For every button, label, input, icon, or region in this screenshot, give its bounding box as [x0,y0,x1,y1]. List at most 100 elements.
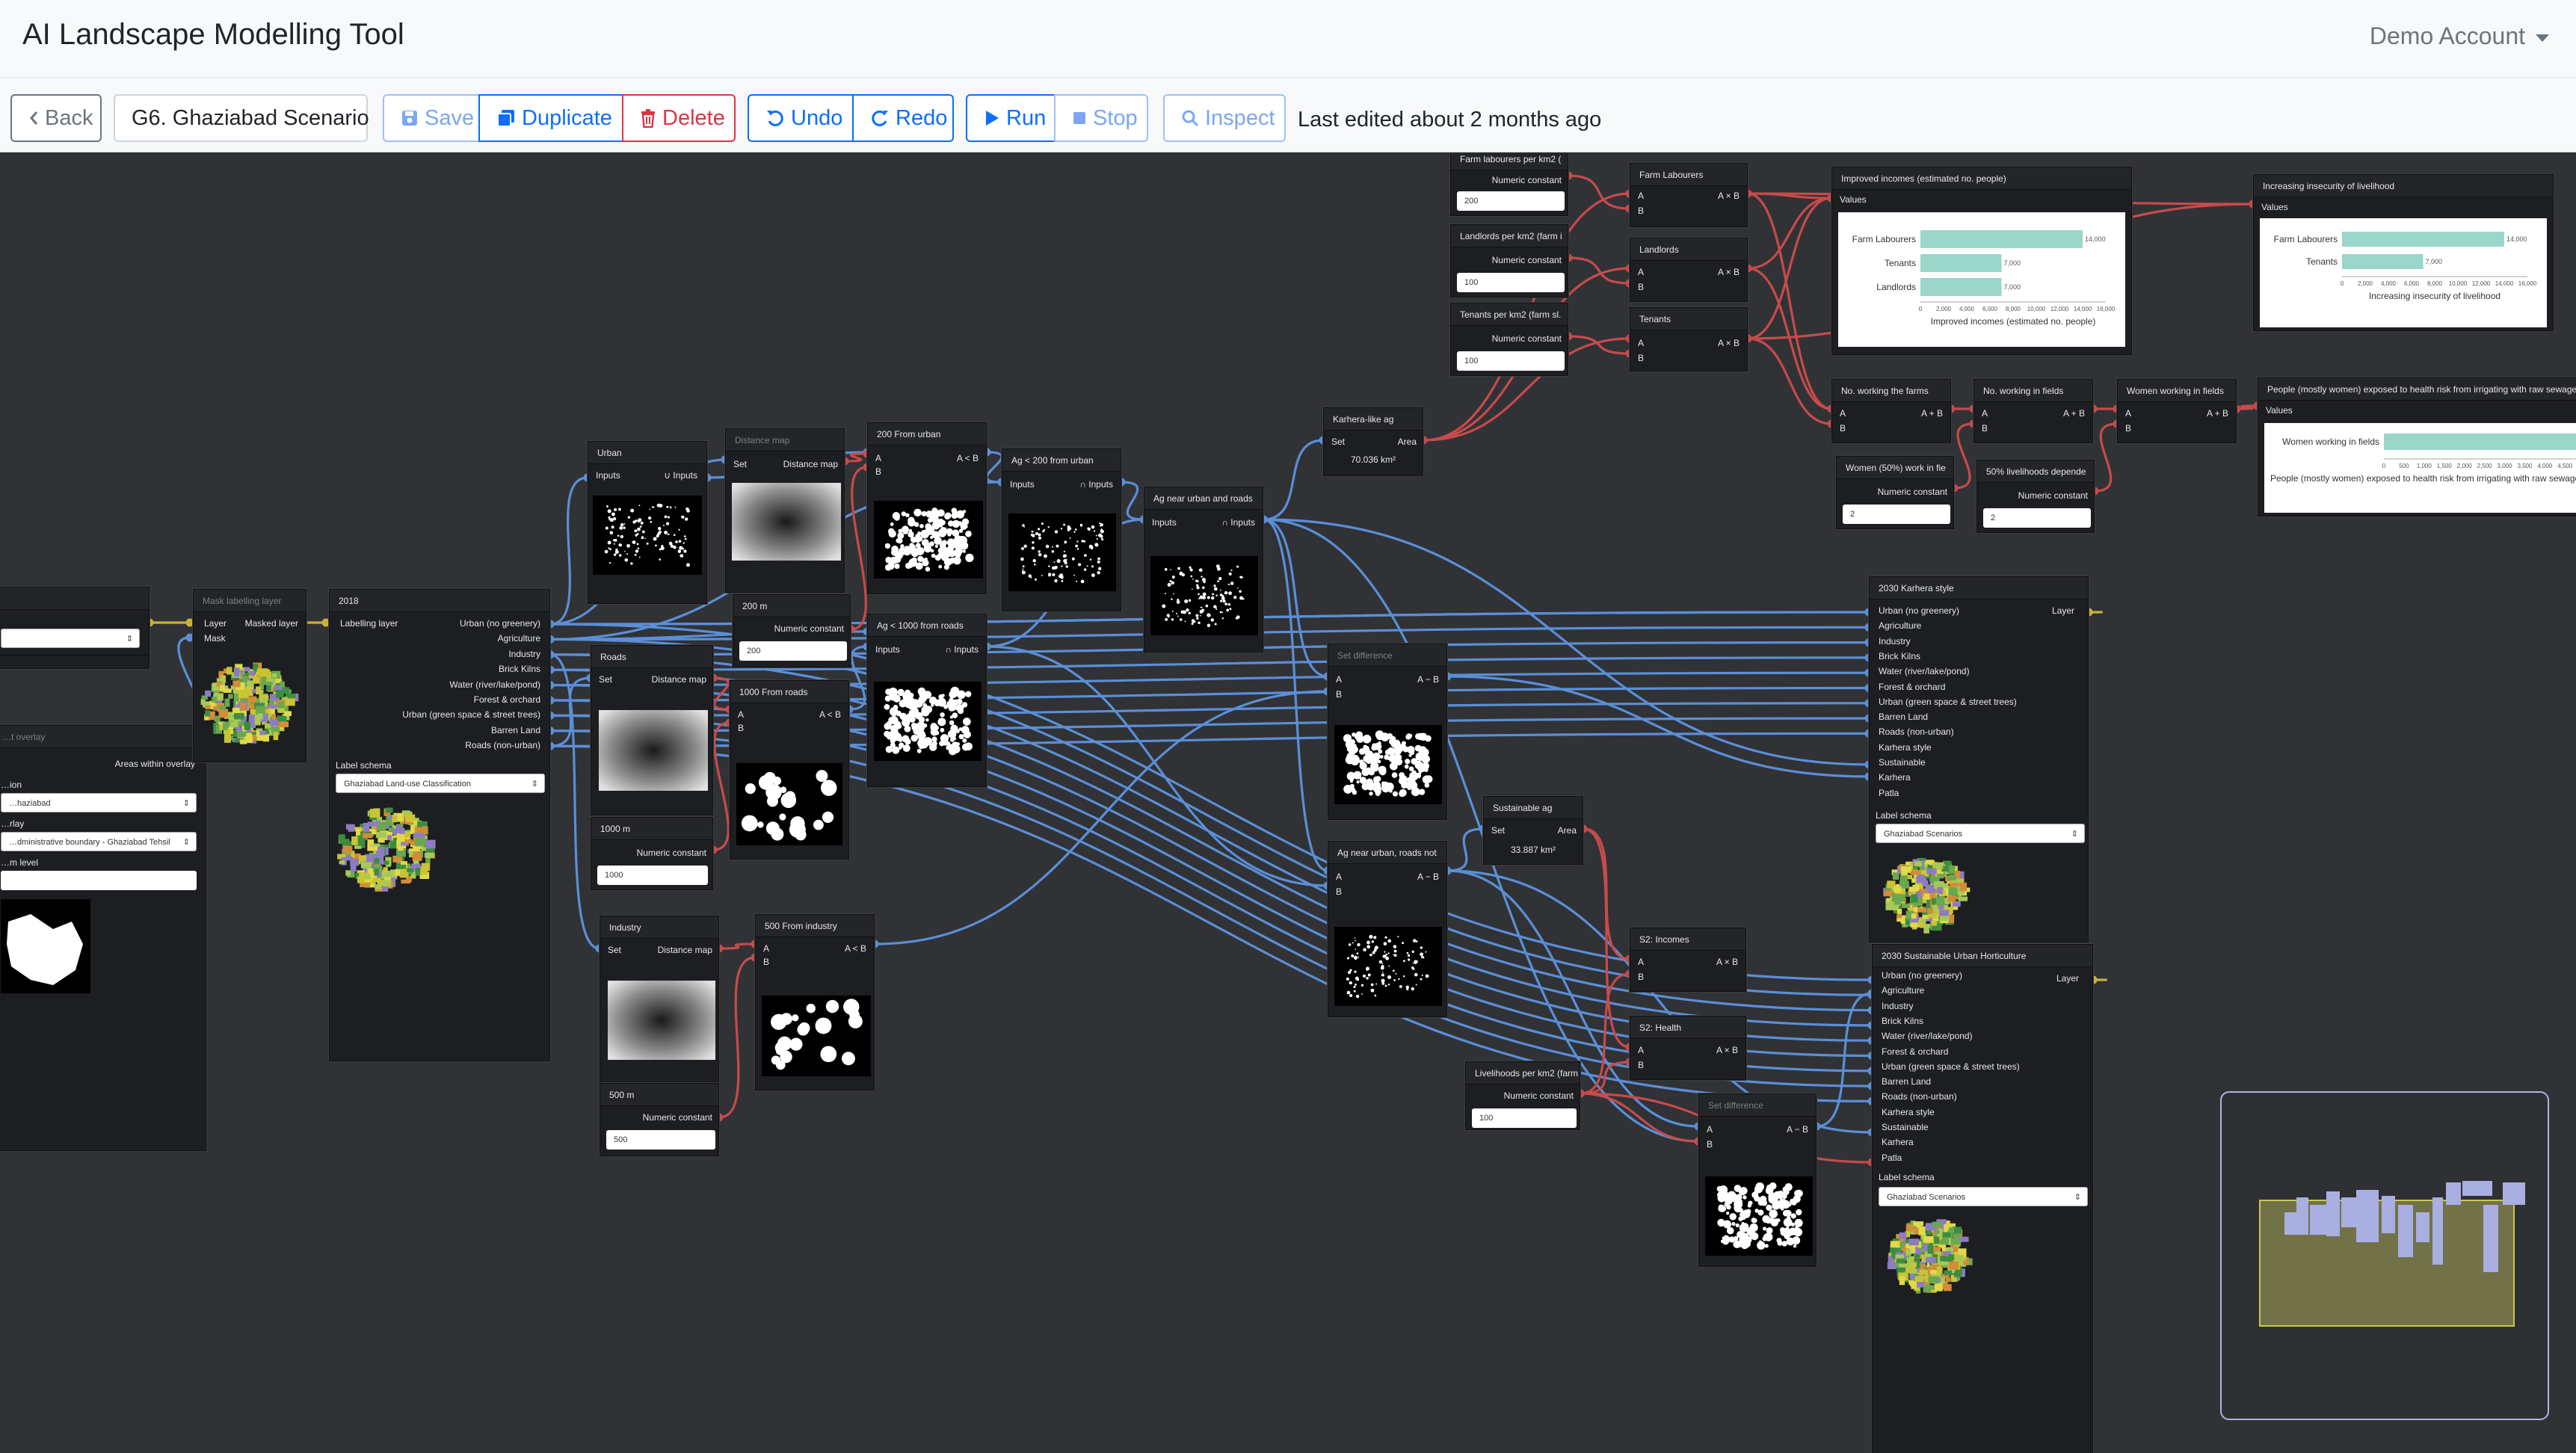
inspect-button[interactable]: Inspect [1163,94,1286,142]
node-mask-labelling[interactable]: Mask labelling layer Layer Mask Masked l… [193,589,306,762]
port-layer: Layer [2056,973,2079,984]
port-urban-green-space-street-trees: Urban (green space & street trees) [1879,696,2017,707]
node-set-difference-1[interactable]: Set difference A B A − B [1328,644,1447,820]
node-insecurity[interactable]: Increasing insecurity of livelihood Valu… [2253,174,2554,331]
port-distance-map: Distance map [783,459,838,469]
node-2018-labelling[interactable]: 2018 Labelling layer Urban (no greenery)… [329,589,550,1061]
category-label: Farm Labourers [2274,234,2338,244]
minimap-node [2462,1181,2492,1196]
node-sustainable-ag[interactable]: Sustainable ag Set Area 33.887 km² [1483,796,1583,865]
trash-icon [641,109,655,128]
node-title: Livelihoods per km2 (farm [1466,1062,1580,1085]
value-input[interactable]: 100 [1457,273,1565,292]
node-women-50[interactable]: Women (50%) work in fie Numeric constant… [1836,456,1954,529]
node-500-from-industry[interactable]: 500 From industry A B A < B [755,914,875,1090]
node-ag-lt-1000-roads[interactable]: Ag < 1000 from roads Inputs ∩ Inputs [867,614,987,787]
label-schema-select[interactable]: Ghaziabad Scenarios [1879,1187,2088,1206]
node-ag-lt-200-urban[interactable]: Ag < 200 from urban Inputs ∩ Inputs [1002,448,1121,611]
value-input[interactable]: 100 [1472,1108,1577,1128]
back-button[interactable]: Back [10,94,102,142]
node-livelihoods-per-km2[interactable]: Livelihoods per km2 (farm Numeric consta… [1465,1061,1580,1130]
port-patla: Patla [1882,1152,1902,1163]
node-health-risk[interactable]: People (mostly women) exposed to health … [2258,377,2576,516]
value-input[interactable]: 1000 [597,866,708,885]
node-ag-near-urban-roads-not[interactable]: Ag near urban, roads not A B A − B [1328,841,1447,1017]
region-select[interactable]: …haziabad [1,793,197,812]
result-image [1334,927,1442,1006]
node-karhera-like-ag[interactable]: Karhera-like ag Set Area 70.036 km² [1323,407,1423,476]
data-label: 7,000 [2004,259,2021,267]
node-ag-near-urban-roads[interactable]: Ag near urban and roads Inputs ∩ Inputs [1144,487,1263,653]
redo-button[interactable]: Redo [852,94,954,142]
duplicate-button[interactable]: Duplicate [478,94,623,142]
x-tick-label: 4,000 [1959,306,1975,312]
port-intersect-inputs: ∩ Inputs [945,644,979,655]
node-women-working-fields[interactable]: Women working in fields A B A + B [2117,379,2237,443]
node-livelihoods-50[interactable]: 50% livelihoods depende Numeric constant… [1976,460,2095,533]
node-title: …t overlay [0,726,206,748]
stop-button[interactable]: Stop [1054,94,1148,142]
node-landlords[interactable]: Landlords A B A × B [1630,238,1748,302]
node-urban[interactable]: Urban Inputs ∪ Inputs [588,441,707,604]
delete-button[interactable]: Delete [622,94,736,142]
undo-button[interactable]: Undo [748,94,854,142]
port-areas-within-overlay: Areas within overlay [114,759,195,769]
chart-title: People (mostly women) exposed to health … [2270,473,2576,484]
value-input[interactable]: 100 [1457,351,1565,371]
node-200m[interactable]: 200 m Numeric constant 200 [733,594,851,667]
account-menu[interactable]: Demo Account [2370,22,2549,50]
node-tenants[interactable]: Tenants A B A × B [1630,307,1748,371]
port-layer: Layer [2051,605,2074,616]
node-industry[interactable]: Industry Set Distance map [600,916,719,1083]
node-title: 500 m [600,1084,718,1106]
scenario-name-field[interactable]: G6. Ghaziabad Scenario [114,94,369,142]
category-label: Landlords [1876,282,1916,292]
node-1000m[interactable]: 1000 m Numeric constant 1000 [591,817,713,890]
inspect-label: Inspect [1205,106,1275,130]
label-schema-label: Label schema [1876,810,1932,821]
overlay-select[interactable]: …dministrative boundary - Ghaziabad Tehs… [1,832,197,851]
node-distance-map[interactable]: Distance map Set Distance map [725,428,845,593]
node-graph-canvas[interactable]: 2018 …t overlay Areas within overlay …io… [0,153,2576,1453]
value-input[interactable]: 2 [1843,505,1950,524]
value-input[interactable]: 200 [739,641,847,661]
node-farm-labourers[interactable]: Farm Labourers A B A × B [1630,163,1748,227]
category-label: Tenants [1885,258,1916,268]
node-roads[interactable]: Roads Set Distance map [591,645,713,815]
node-title: Ag near urban and roads [1144,487,1263,510]
node-no-working-farms[interactable]: No. working the farms A B A + B [1831,379,1951,443]
node-farm-labourers-per-km2[interactable]: Farm labourers per km2 ( Numeric constan… [1450,153,1568,216]
node-landlords-per-km2[interactable]: Landlords per km2 (farm i Numeric consta… [1450,224,1568,297]
node-tenants-per-km2[interactable]: Tenants per km2 (farm sl. Numeric consta… [1450,303,1568,376]
node-improved-incomes[interactable]: Improved incomes (estimated no. people) … [1831,167,2132,355]
save-button[interactable]: Save [383,94,480,142]
masked-map-thumbnail [194,657,304,751]
region-label: …ion [1,780,22,790]
x-tick-label: 500 [2399,463,2409,469]
bar-landlords [1920,278,2002,296]
label-schema-select[interactable]: Ghaziabad Scenarios [1876,824,2085,843]
node-s2-health[interactable]: S2: Health A B A × B [1630,1016,1746,1080]
node-s2-incomes[interactable]: S2: Incomes A B A × B [1630,928,1746,992]
node-no-working-fields[interactable]: No. working in fields A B A + B [1973,379,2093,443]
level-input[interactable] [1,871,197,890]
port-b: B [875,466,882,477]
value-input[interactable]: 2 [1983,508,2091,528]
value-input[interactable]: 200 [1457,191,1565,211]
node-set-difference-2[interactable]: Set difference A B A − B [1698,1093,1817,1267]
node-1000-from-roads[interactable]: 1000 From roads A B A < B [730,680,849,860]
node-200-from-urban[interactable]: 200 From urban A B A < B [867,422,987,594]
value-input[interactable]: 500 [606,1130,715,1150]
x-tick-label: 16,000 [2518,280,2537,287]
node-area-overlay[interactable]: …t overlay Areas within overlay …ion …ha… [0,725,206,1151]
redo-icon [872,110,888,126]
node-2030-karhera[interactable]: 2030 Karhera style Layer Urban (no green… [1869,576,2089,943]
label-schema-select[interactable]: Ghaziabad Land-use Classification [336,774,545,793]
minimap[interactable] [2220,1091,2549,1420]
node-2030-sustainable[interactable]: 2030 Sustainable Urban Horticulture Laye… [1872,944,2093,1453]
port-forest-orchard: Forest & orchard [1882,1046,1949,1057]
node-500m[interactable]: 500 m Numeric constant 500 [600,1083,719,1156]
run-button[interactable]: Run [966,94,1056,142]
unit-select[interactable] [1,629,140,648]
port-urban-green-space-street-trees: Urban (green space & street trees) [402,709,540,721]
